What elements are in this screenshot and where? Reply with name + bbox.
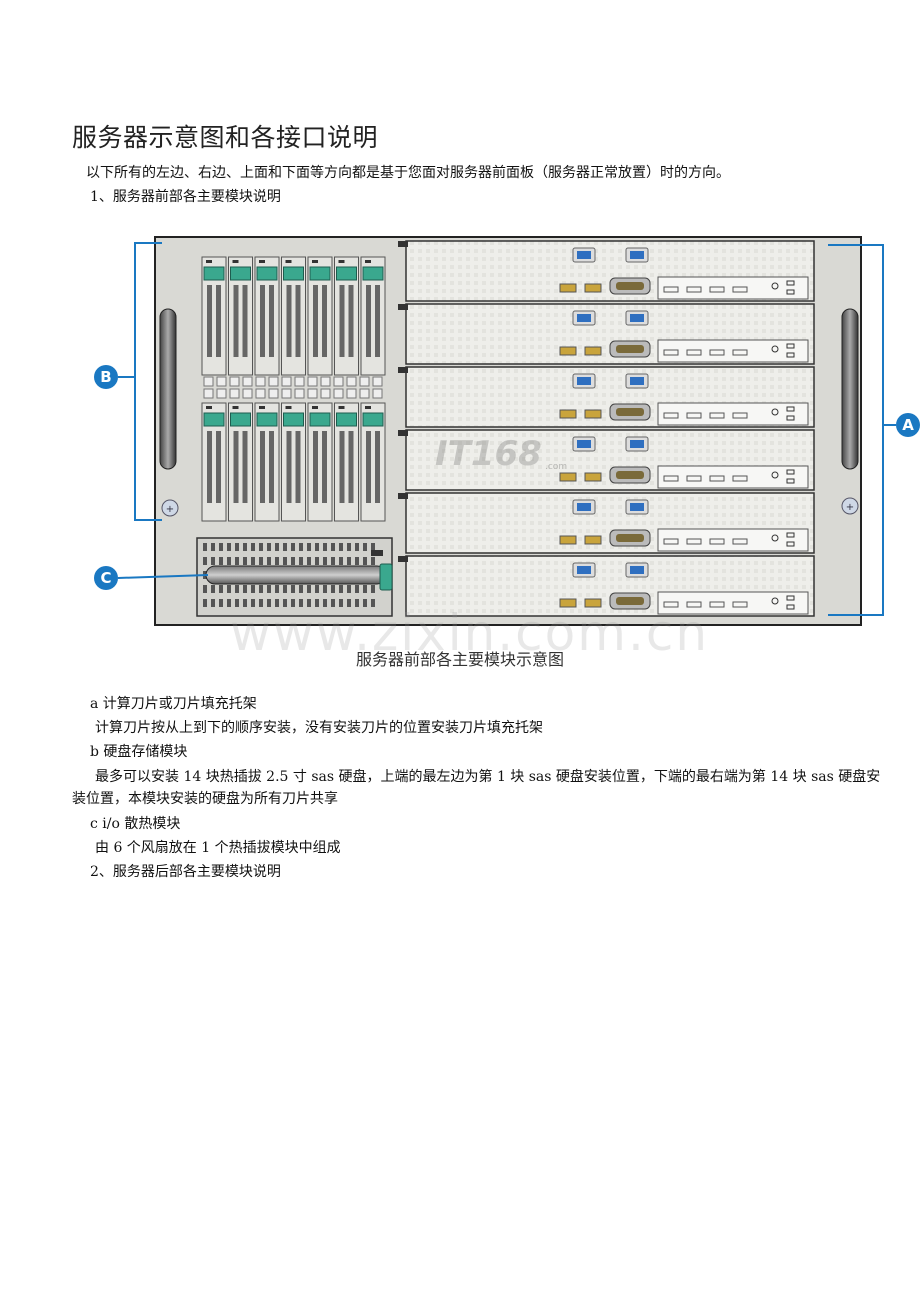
server-front-diagram: + + IT168 .com B <box>90 225 920 640</box>
compute-blade[interactable] <box>398 240 815 302</box>
it168-logo: IT168 <box>435 434 542 474</box>
callout-b-label: B <box>100 368 111 386</box>
item-c-body: 由 6 个风扇放在 1 个热插拔模块中组成 <box>95 840 341 856</box>
compute-blade[interactable] <box>398 492 815 554</box>
sas-drive-carrier[interactable] <box>334 256 359 376</box>
sas-drive-carrier[interactable] <box>307 256 333 376</box>
item-a-body: 计算刀片按从上到下的顺序安装，没有安装刀片的位置安装刀片填充托架 <box>95 720 543 736</box>
compute-blade[interactable] <box>398 366 815 428</box>
compute-blade[interactable] <box>398 555 815 617</box>
item-b-title: b 硬盘存储模块 <box>90 744 188 760</box>
compute-blade[interactable] <box>398 303 815 365</box>
sas-drive-carrier[interactable] <box>254 256 280 376</box>
sas-drive-carrier[interactable] <box>254 402 280 522</box>
drive-cage-vents <box>203 376 383 399</box>
left-thumbscrew <box>161 499 179 517</box>
intro-paragraph: 以下所有的左边、右边、上面和下面等方向都是基于您面对服务器前面板（服务器正常放置… <box>86 165 730 181</box>
drive-bay-upper <box>201 256 386 376</box>
sas-drive-carrier[interactable] <box>281 256 306 376</box>
server-front-illustration: + + IT168 .com B <box>94 236 920 626</box>
it168-logo-suffix: .com <box>545 462 567 472</box>
sas-drive-carrier[interactable] <box>334 402 359 522</box>
drive-bay-lower <box>201 402 386 522</box>
right-handle <box>841 308 859 470</box>
sas-drive-carrier[interactable] <box>360 256 386 376</box>
callout-c-label: C <box>100 569 111 587</box>
item-a-title: a 计算刀片或刀片填充托架 <box>90 696 257 712</box>
sas-drive-carrier[interactable] <box>281 402 306 522</box>
callout-c: C <box>94 566 209 590</box>
item-b-body: 最多可以安装 14 块热插拔 2.5 寸 sas 硬盘，上端的最左边为第 1 块… <box>72 769 881 807</box>
callout-b: B <box>94 242 162 521</box>
section-2-heading: 2、服务器后部各主要模块说明 <box>90 864 281 880</box>
sas-drive-carrier[interactable] <box>201 256 227 376</box>
svg-text:+: + <box>166 504 174 515</box>
blade-slots <box>398 240 815 617</box>
page-title: 服务器示意图和各接口说明 <box>72 123 379 152</box>
sas-drive-carrier[interactable] <box>201 402 227 522</box>
item-c-title: c i/o 散热模块 <box>90 816 181 832</box>
callout-a-label: A <box>902 416 914 434</box>
page-watermark: www.zixin.com.cn <box>230 604 710 662</box>
sas-drive-carrier[interactable] <box>360 402 386 522</box>
sas-drive-carrier[interactable] <box>228 402 253 522</box>
figure-caption: 服务器前部各主要模块示意图 <box>355 650 564 669</box>
sas-drive-carrier[interactable] <box>228 256 253 376</box>
io-fan-module <box>196 537 393 617</box>
compute-blade[interactable] <box>398 429 815 491</box>
left-handle <box>159 308 177 470</box>
callout-a: A <box>828 244 920 616</box>
svg-text:+: + <box>846 502 854 513</box>
sas-drive-carrier[interactable] <box>307 402 333 522</box>
right-thumbscrew <box>841 497 859 515</box>
section-1-heading: 1、服务器前部各主要模块说明 <box>90 189 281 205</box>
